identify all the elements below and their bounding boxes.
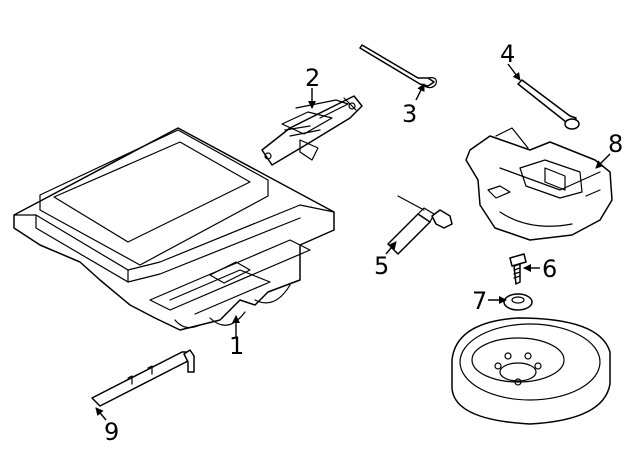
part-1-storage-tray [13, 127, 335, 331]
part-6-hold-down-bolt [509, 253, 527, 285]
part-7-washer [503, 293, 533, 311]
callout-4: 4 [500, 40, 515, 68]
spare-wheel [451, 317, 611, 425]
part-9-tow-bracket [91, 349, 195, 407]
callout-3: 3 [402, 100, 417, 128]
callout-7: 7 [472, 287, 487, 315]
part-3-jack-handle [359, 44, 437, 89]
part-4-lug-wrench [517, 79, 580, 130]
leader-8 [595, 153, 611, 169]
leader-9 [95, 407, 107, 421]
callout-6: 6 [542, 255, 557, 283]
callout-9: 9 [104, 418, 119, 446]
leader-5 [385, 241, 397, 255]
leader-3 [415, 83, 425, 101]
part-8-tool-organizer [465, 127, 613, 241]
callout-5: 5 [374, 252, 389, 280]
callout-2: 2 [305, 64, 320, 92]
part-2-scissor-jack [261, 95, 363, 166]
callout-1: 1 [229, 332, 244, 360]
callout-leaders [95, 63, 611, 421]
callout-labels: 1 2 3 4 5 6 7 8 9 [104, 40, 623, 446]
leader-4 [507, 63, 521, 81]
callout-8: 8 [608, 130, 623, 158]
part-5-sealant-kit [387, 195, 453, 255]
